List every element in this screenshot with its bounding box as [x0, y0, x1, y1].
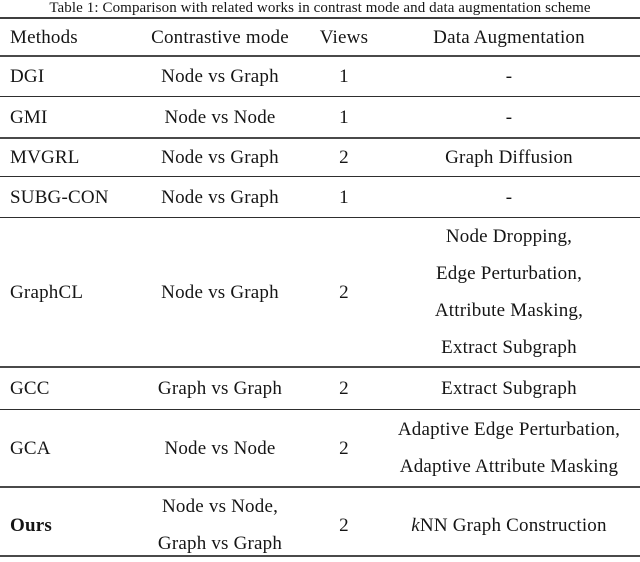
method-cell: GraphCL: [10, 281, 84, 303]
table-caption: Table 1: Comparison with related works i…: [0, 0, 640, 19]
views-cell: 2: [339, 378, 349, 399]
knn-rest: NN Graph Construction: [419, 514, 607, 536]
knn-italic-k: k: [411, 514, 420, 536]
views-cell: 2: [339, 147, 349, 168]
views-cell: 1: [339, 106, 349, 128]
aug-cell: Node Dropping, Edge Perturbation, Attrib…: [434, 226, 584, 358]
table-row-graphcl: GraphCL Node vs Graph 2 Node Dropping, E…: [0, 218, 640, 368]
method-cell: Ours: [10, 514, 52, 536]
mode-cell: Node vs Graph: [161, 281, 279, 303]
method-cell: SUBG-CON: [10, 186, 109, 208]
table-row-dgi: DGI Node vs Graph 1 -: [0, 57, 640, 97]
column-header-views: Views: [319, 27, 369, 48]
mode-cell: Node vs Graph: [161, 186, 279, 208]
table-row-gcc: GCC Graph vs Graph 2 Extract Subgraph: [0, 368, 640, 410]
column-header-data-augmentation: Data Augmentation: [433, 27, 585, 48]
method-cell: GMI: [10, 106, 48, 128]
views-cell: 1: [339, 66, 349, 87]
aug-cell: -: [505, 66, 513, 87]
aug-cell: Graph Diffusion: [445, 147, 573, 168]
method-cell: GCA: [10, 437, 51, 459]
aug-cell: -: [505, 186, 513, 208]
column-header-methods: Methods: [10, 27, 78, 48]
table-row-gmi: GMI Node vs Node 1 -: [0, 97, 640, 139]
aug-cell: Adaptive Edge Perturbation, Adaptive Att…: [397, 419, 621, 477]
mode-cell: Node vs Node: [164, 106, 276, 128]
table-row-subg-con: SUBG-CON Node vs Graph 1 -: [0, 177, 640, 218]
method-cell: MVGRL: [10, 147, 80, 168]
views-cell: 1: [339, 186, 349, 208]
mode-cell: Node vs Graph: [161, 147, 279, 168]
aug-cell: -: [505, 106, 513, 128]
table-row-gca: GCA Node vs Node 2 Adaptive Edge Perturb…: [0, 410, 640, 488]
mode-cell: Node vs Node: [164, 437, 276, 459]
views-cell: 2: [339, 514, 349, 536]
mode-cell: Node vs Node, Graph vs Graph: [157, 496, 283, 554]
table-header-row: Methods Contrastive mode Views Data Augm…: [0, 19, 640, 57]
method-cell: DGI: [10, 66, 45, 87]
views-cell: 2: [339, 281, 349, 303]
aug-cell: Extract Subgraph: [441, 378, 577, 399]
aug-cell: kNN Graph Construction: [378, 507, 640, 544]
method-cell: GCC: [10, 378, 50, 399]
mode-cell: Node vs Graph: [161, 66, 279, 87]
table-row-mvgrl: MVGRL Node vs Graph 2 Graph Diffusion: [0, 139, 640, 177]
column-header-contrastive-mode: Contrastive mode: [151, 27, 289, 48]
mode-cell: Graph vs Graph: [157, 378, 283, 399]
views-cell: 2: [339, 437, 349, 459]
table-row-ours: Ours Node vs Node, Graph vs Graph 2 kNN …: [0, 488, 640, 557]
